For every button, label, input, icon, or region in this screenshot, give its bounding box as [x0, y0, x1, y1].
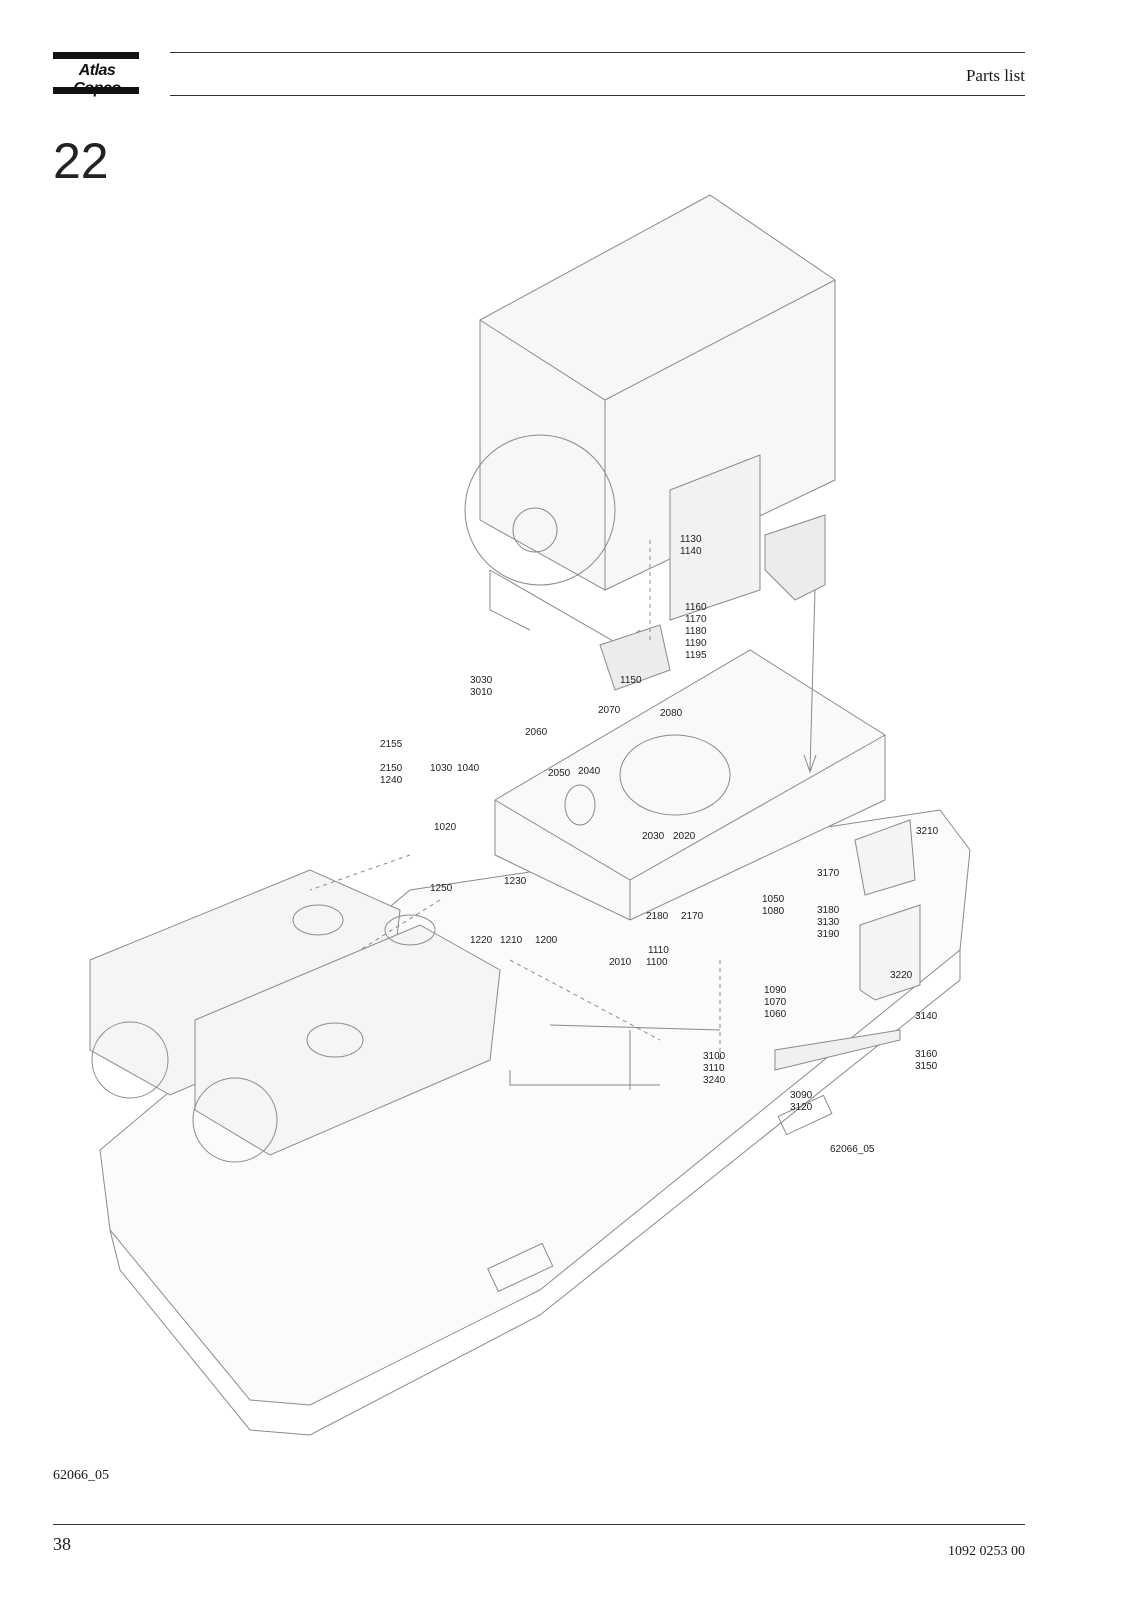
callout-1240: 1240	[380, 775, 403, 786]
callout-2150: 2150	[380, 763, 403, 774]
callout-3240: 3240	[703, 1075, 726, 1086]
motor-shaft	[512, 507, 558, 553]
callout-3170: 3170	[817, 868, 840, 879]
header-rule-bottom	[170, 95, 1025, 96]
callout-1030: 1030	[430, 763, 453, 774]
callout-1100: 1100	[646, 957, 668, 968]
exploded-parts-drawing: 1130 1140 1160 1170 1180 1190 1195 1150 …	[89, 194, 971, 1436]
callout-3120: 3120	[790, 1102, 813, 1113]
callout-1020: 1020	[434, 822, 457, 833]
callout-3110: 3110	[703, 1063, 725, 1074]
callout-1060: 1060	[764, 1009, 787, 1020]
callout-1150: 1150	[620, 675, 642, 686]
callout-1195: 1195	[685, 650, 707, 661]
callout-1110: 1110	[648, 945, 669, 956]
figure-id: 62066_05	[53, 1468, 109, 1483]
motor-housing-edge	[479, 279, 836, 590]
drawing-number: 62066_05	[830, 1144, 875, 1155]
callout-1180: 1180	[685, 626, 707, 637]
header-title: Parts list	[965, 66, 1025, 85]
callout-2050: 2050	[548, 768, 571, 779]
base-slot-2	[777, 1094, 833, 1136]
logo-bar-top	[53, 52, 139, 59]
callout-2030: 2030	[642, 831, 665, 842]
callout-3010: 3010	[470, 687, 493, 698]
element-inlet-3	[306, 1022, 364, 1058]
element-inlet-2	[384, 914, 436, 946]
callout-3190: 3190	[817, 929, 840, 940]
oil-tank	[494, 649, 886, 921]
wiring-harness	[509, 1024, 721, 1090]
motor-bracket-left	[599, 624, 671, 691]
callout-1070: 1070	[764, 997, 787, 1008]
section-number: 22	[53, 133, 109, 189]
mounting-arrow	[803, 589, 817, 774]
footer-rule	[53, 1524, 1025, 1525]
callout-1210: 1210	[500, 935, 523, 946]
callout-2180: 2180	[646, 911, 669, 922]
callout-1140: 1140	[680, 546, 702, 557]
callout-2010: 2010	[609, 957, 632, 968]
callout-2040: 2040	[578, 766, 601, 777]
tank-filter	[564, 784, 596, 826]
callout-2155: 2155	[380, 739, 403, 750]
callout-1160: 1160	[685, 602, 707, 613]
logo-bar-bottom	[53, 87, 139, 94]
callout-labels: 1130 1140 1160 1170 1180 1190 1195 1150 …	[380, 534, 939, 1155]
callout-2060: 2060	[525, 727, 548, 738]
callout-1220: 1220	[470, 935, 493, 946]
callout-1080: 1080	[762, 906, 785, 917]
assembly-lines	[309, 540, 721, 1070]
element-inlet-1	[292, 904, 344, 936]
document-number: 1092 0253 00	[948, 1544, 1025, 1559]
tank-cover	[619, 734, 731, 816]
callout-3090: 3090	[790, 1090, 813, 1101]
motor-flange	[464, 434, 616, 586]
callout-3150: 3150	[915, 1061, 938, 1072]
callout-1170: 1170	[685, 614, 707, 625]
header-rule-top	[170, 52, 1025, 53]
callout-3210: 3210	[916, 826, 939, 837]
callout-3030: 3030	[470, 675, 493, 686]
callout-2020: 2020	[673, 831, 696, 842]
motor-bracket-right	[764, 514, 826, 601]
callout-1200: 1200	[535, 935, 558, 946]
callout-1190: 1190	[685, 638, 707, 649]
callout-1090: 1090	[764, 985, 787, 996]
oil-tank-edge	[494, 734, 886, 920]
callout-1230: 1230	[504, 876, 527, 887]
callout-2070: 2070	[598, 705, 621, 716]
terminal-box	[669, 454, 761, 621]
callout-1130: 1130	[680, 534, 702, 545]
callout-1050: 1050	[762, 894, 785, 905]
callout-3220: 3220	[890, 970, 913, 981]
page-number: 38	[53, 1534, 71, 1554]
blower	[854, 819, 916, 896]
atlas-copco-logo: Atlas Copco	[53, 52, 139, 97]
compressor-element-2	[194, 924, 501, 1156]
drain-hose	[774, 1029, 901, 1071]
callout-3130: 3130	[817, 917, 840, 928]
element-flange-2	[192, 1077, 278, 1163]
callout-3180: 3180	[817, 905, 840, 916]
base-slot-1	[487, 1242, 554, 1293]
callout-2170: 2170	[681, 911, 704, 922]
air-filter	[859, 904, 921, 1001]
callout-3100: 3100	[703, 1051, 726, 1062]
base-frame-edge	[109, 950, 961, 1436]
callout-1250: 1250	[430, 883, 453, 894]
callout-1040: 1040	[457, 763, 480, 774]
callout-2080: 2080	[660, 708, 683, 719]
element-flange-1	[91, 1021, 169, 1099]
callout-3140: 3140	[915, 1011, 938, 1022]
callout-3160: 3160	[915, 1049, 938, 1060]
